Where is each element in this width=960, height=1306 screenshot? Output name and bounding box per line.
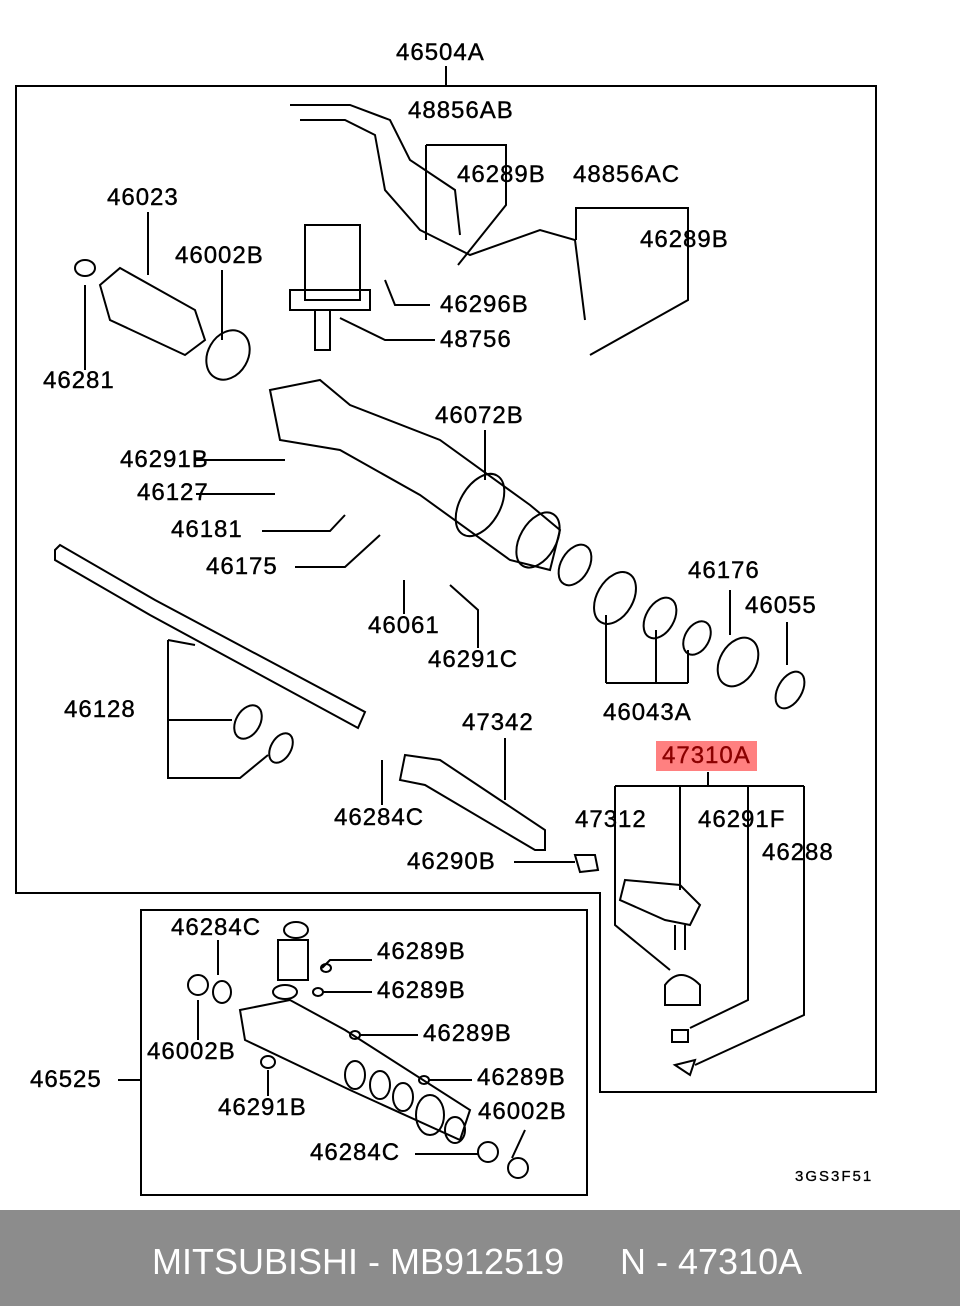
part-label-46289B[interactable]: 46289B xyxy=(377,938,466,965)
part-label-46289B[interactable]: 46289B xyxy=(640,226,729,253)
part-label-46288[interactable]: 46288 xyxy=(762,839,834,866)
parts-diagram: 46504A 48856AB 46289B 48856AC 46023 4600… xyxy=(15,39,877,1196)
part-label-46128[interactable]: 46128 xyxy=(64,696,136,723)
part-label-46127[interactable]: 46127 xyxy=(137,479,209,506)
part-label-46291F[interactable]: 46291F xyxy=(698,806,786,833)
footer-bar: MITSUBISHI - MB912519 N - 47310A xyxy=(0,1210,960,1306)
part-label-46023[interactable]: 46023 xyxy=(107,184,179,211)
part-label-46175[interactable]: 46175 xyxy=(206,553,278,580)
part-label-46176[interactable]: 46176 xyxy=(688,557,760,584)
part-label-46072B[interactable]: 46072B xyxy=(435,402,524,429)
part-label-46296B[interactable]: 46296B xyxy=(440,291,529,318)
part-label-46284C[interactable]: 46284C xyxy=(310,1139,401,1166)
part-label-46002B[interactable]: 46002B xyxy=(175,242,264,269)
part-label-46291B[interactable]: 46291B xyxy=(120,446,209,473)
footer-reference: N - 47310A xyxy=(620,1241,803,1282)
part-label-46291B[interactable]: 46291B xyxy=(218,1094,307,1121)
part-label-46055[interactable]: 46055 xyxy=(745,592,817,619)
part-label-46291C[interactable]: 46291C xyxy=(428,646,519,673)
diagram-drawing xyxy=(15,66,877,1196)
assembly-frame xyxy=(15,85,877,1093)
part-label-48856AB[interactable]: 48856AB xyxy=(408,97,514,124)
gear-box-frame xyxy=(140,909,588,1196)
part-label-47310A-highlighted[interactable]: 47310A xyxy=(656,741,757,771)
part-label-46043A[interactable]: 46043A xyxy=(603,699,692,726)
part-label-46002B[interactable]: 46002B xyxy=(478,1098,567,1125)
part-label-47312[interactable]: 47312 xyxy=(575,806,647,833)
part-label-46289B[interactable]: 46289B xyxy=(377,977,466,1004)
part-label-46504A[interactable]: 46504A xyxy=(396,39,485,66)
diagram-code: 3GS3F51 xyxy=(795,1168,874,1185)
part-label-48756[interactable]: 48756 xyxy=(440,326,512,353)
part-label-46289B[interactable]: 46289B xyxy=(477,1064,566,1091)
part-label-46284C[interactable]: 46284C xyxy=(171,914,262,941)
part-label-46181[interactable]: 46181 xyxy=(171,516,243,543)
part-label-46281[interactable]: 46281 xyxy=(43,367,115,394)
part-label-46284C[interactable]: 46284C xyxy=(334,804,425,831)
part-label-46061[interactable]: 46061 xyxy=(368,612,440,639)
part-label-46289B[interactable]: 46289B xyxy=(457,161,546,188)
part-label-47342[interactable]: 47342 xyxy=(462,709,534,736)
part-label-46290B[interactable]: 46290B xyxy=(407,848,496,875)
footer-part-number: MITSUBISHI - MB912519 xyxy=(152,1241,565,1282)
part-label-46289B[interactable]: 46289B xyxy=(423,1020,512,1047)
part-label-48856AC[interactable]: 48856AC xyxy=(573,161,681,188)
part-label-46002B[interactable]: 46002B xyxy=(147,1038,236,1065)
part-label-46525[interactable]: 46525 xyxy=(30,1066,102,1093)
